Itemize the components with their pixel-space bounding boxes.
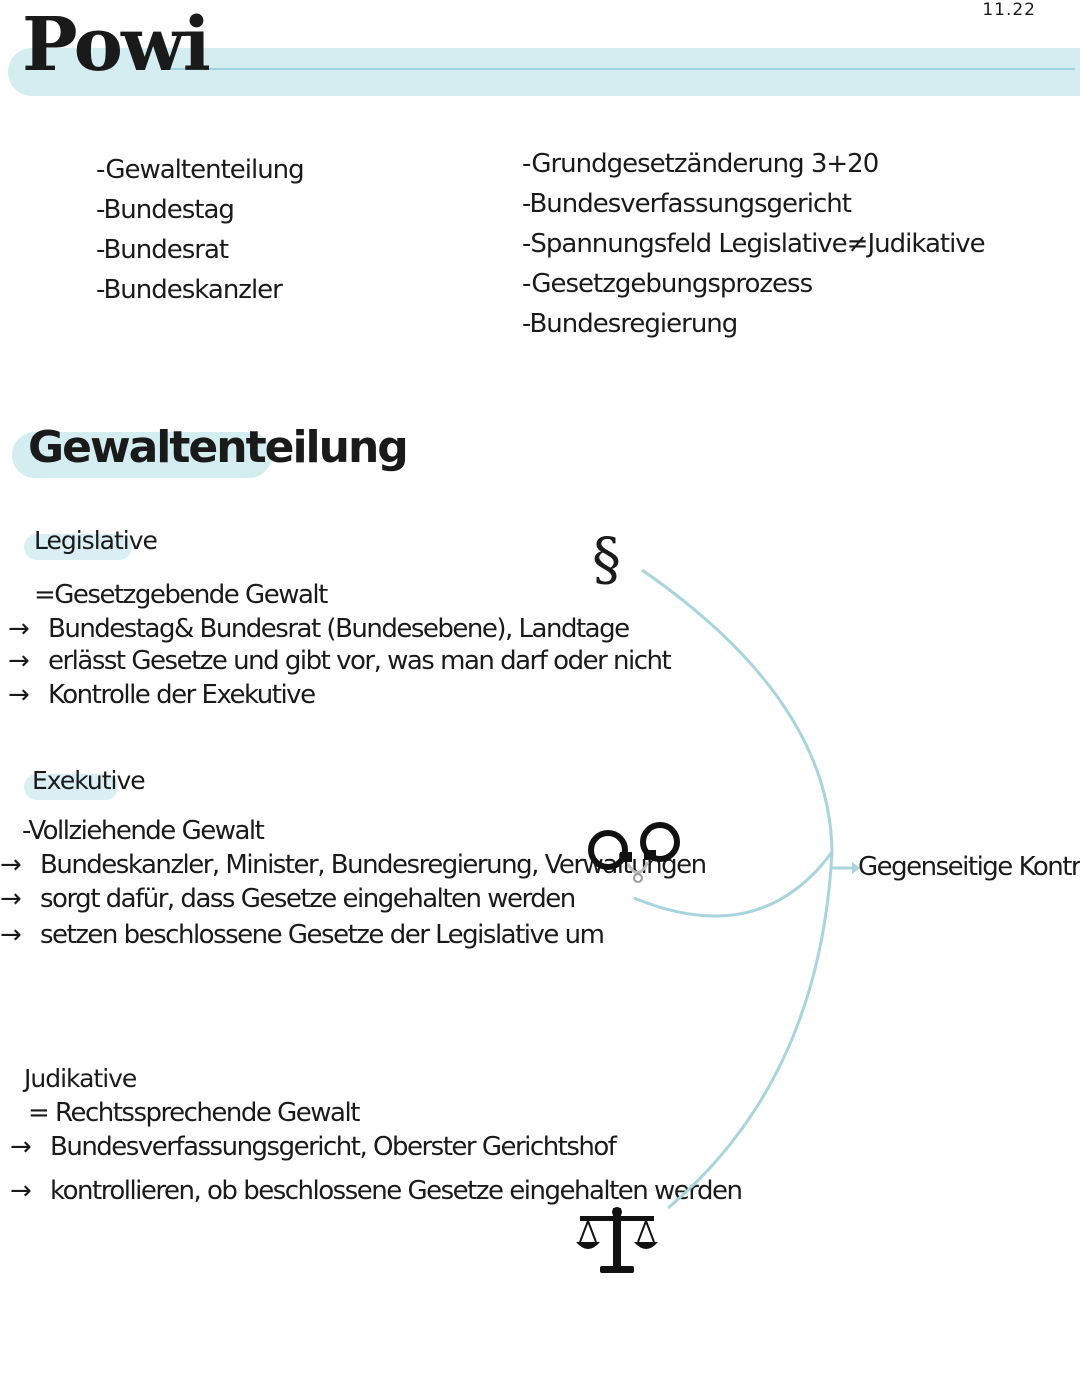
mutual-control-label: Gegenseitige Kontrolle bbox=[858, 852, 1080, 882]
section-highlight bbox=[12, 432, 272, 478]
executive-connector bbox=[633, 851, 834, 918]
legislative-connector bbox=[641, 568, 834, 853]
topic-item: -Gesetzgebungsprozess bbox=[522, 269, 813, 299]
arrowhead-icon bbox=[852, 862, 860, 874]
executive-point: →sorgt dafür, dass Gesetze eingehalten w… bbox=[0, 884, 576, 914]
judicative-point: →kontrollieren, ob beschlossene Gesetze … bbox=[10, 1176, 743, 1206]
topic-list-left: -Gewaltenteilung -Bundestag -Bundesrat -… bbox=[96, 150, 305, 310]
scales-icon bbox=[576, 1207, 658, 1273]
section-title: Gewaltenteilung bbox=[28, 422, 409, 473]
judicative-title: Judikative bbox=[24, 1064, 137, 1093]
topic-item: -Bundesregierung bbox=[522, 309, 738, 339]
legislative-definition: =Gesetzgebende Gewalt bbox=[34, 580, 328, 610]
legislative-point: →Kontrolle der Exekutive bbox=[8, 680, 316, 710]
topic-item: -Bundesrat bbox=[96, 235, 229, 265]
topic-item: -Bundesverfassungsgericht bbox=[522, 189, 852, 219]
executive-title: Exekutive bbox=[32, 766, 146, 795]
executive-definition: -Vollziehende Gewalt bbox=[22, 816, 265, 846]
paragraph-icon: § bbox=[592, 525, 621, 593]
topic-item: -Spannungsfeld Legislative≠Judikative bbox=[522, 229, 986, 259]
topic-item: -Gewaltenteilung bbox=[96, 155, 305, 185]
legislative-point: →Bundestag& Bundesrat (Bundesebene), Lan… bbox=[8, 614, 630, 644]
topic-item: -Bundestag bbox=[96, 195, 235, 225]
executive-highlight bbox=[24, 774, 118, 800]
legislative-title: Legislative bbox=[34, 526, 158, 555]
topic-item: -Bundeskanzler bbox=[96, 275, 283, 305]
topic-list-right: -Grundgesetzänderung 3+20 -Bundesverfass… bbox=[522, 144, 986, 344]
title-underline bbox=[170, 68, 1075, 70]
judicative-definition: = Rechtssprechende Gewalt bbox=[28, 1098, 360, 1128]
title-highlight bbox=[8, 48, 1080, 96]
legislative-point: →erlässt Gesetze und gibt vor, was man d… bbox=[8, 646, 672, 676]
judicative-connector bbox=[667, 851, 834, 1210]
handcuffs-icon bbox=[588, 822, 680, 883]
date-label: 11.22 bbox=[982, 0, 1036, 20]
page-title: Powi bbox=[22, 2, 211, 88]
topic-item: -Grundgesetzänderung 3+20 bbox=[522, 149, 879, 179]
executive-point: →setzen beschlossene Gesetze der Legisla… bbox=[0, 920, 605, 950]
legislative-highlight bbox=[24, 534, 132, 560]
judicative-point: →Bundesverfassungsgericht, Oberster Geri… bbox=[10, 1132, 617, 1162]
